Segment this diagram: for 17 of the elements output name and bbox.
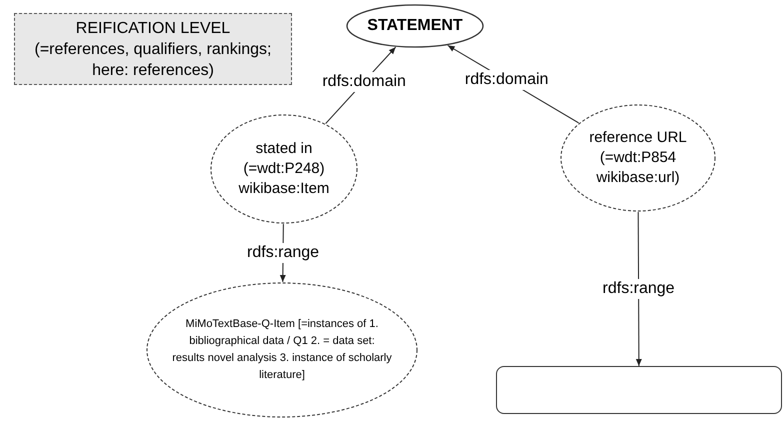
ellipse-node (346, 4, 484, 48)
edge-label: rdfs:range (245, 242, 322, 263)
ellipse-node (146, 282, 418, 418)
note-heading: REIFICATION LEVEL (74, 18, 232, 38)
node-text: STATEMENT (366, 16, 464, 36)
edge-label: rdfs:domain (462, 70, 550, 90)
node-text: stated in (=wdt:P248) wikibase:Item (238, 139, 330, 199)
arrow (636, 212, 642, 366)
ellipse-node (560, 104, 716, 212)
node-text: reference URL (=wdt:P854 wikibase:url) (588, 128, 688, 188)
edge-label: rdfs:domain (320, 72, 408, 92)
note-box (14, 13, 292, 85)
node-text: (=references, qualifiers, rankings; here: references) (34, 40, 272, 80)
node-text: MiMoTextBase-Q-Item [=instances of 1. bibliographical data / Q1 2. = data set: results novel analysis 3. instance of scholarly literature] (172, 317, 392, 383)
ellipse-node (210, 114, 358, 224)
edge-label: rdfs:range (600, 278, 677, 299)
rounded-box (496, 366, 782, 414)
